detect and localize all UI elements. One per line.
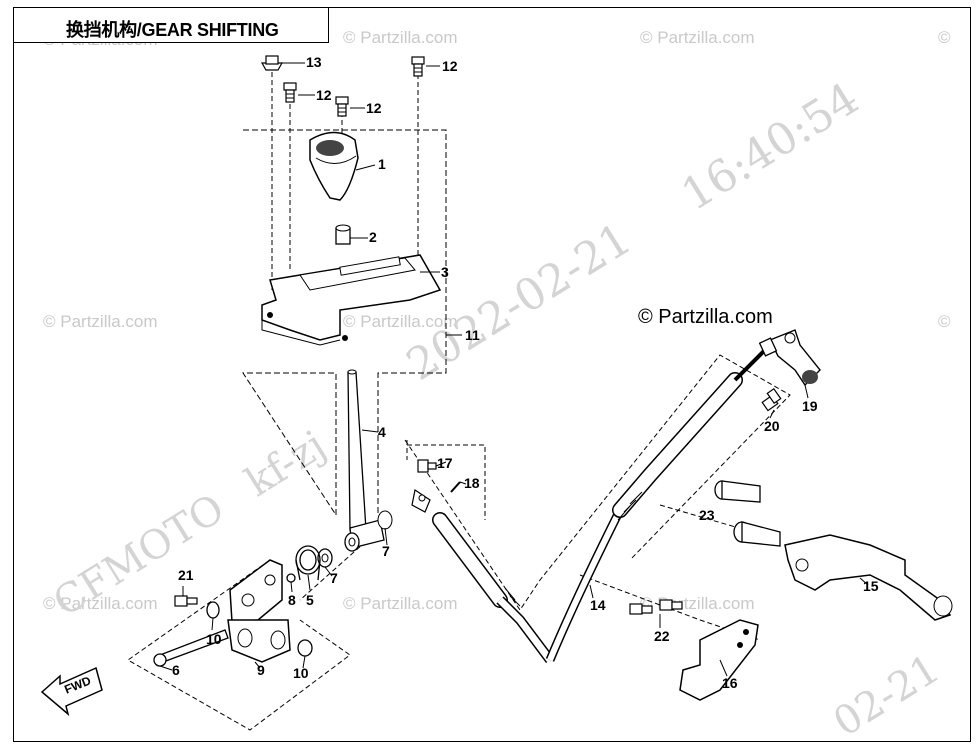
callout-17: 17 bbox=[437, 455, 453, 471]
part-18-pin bbox=[450, 481, 461, 493]
callout-18: 18 bbox=[464, 475, 480, 491]
watermark-edge: © bbox=[938, 28, 951, 47]
part-21-bolt bbox=[174, 595, 198, 607]
part-3-shift-gate bbox=[261, 254, 442, 346]
callout-10: 10 bbox=[206, 631, 222, 647]
callout-5: 5 bbox=[306, 592, 314, 608]
part-12-bolt bbox=[335, 96, 349, 117]
part-12-bolt bbox=[411, 56, 425, 77]
callout-12: 12 bbox=[366, 100, 382, 116]
callout-2: 2 bbox=[369, 229, 377, 245]
watermark-site: © Partzilla.com bbox=[43, 312, 158, 331]
watermark-edge: © bbox=[938, 312, 951, 331]
callout-11: 11 bbox=[465, 327, 480, 343]
part-22-bolt bbox=[629, 603, 653, 615]
part-5-spring bbox=[295, 545, 321, 581]
part-7-bushing bbox=[344, 532, 360, 552]
watermark-site: © Partzilla.com bbox=[343, 312, 458, 331]
part-12-bolt bbox=[283, 82, 297, 103]
callout-7: 7 bbox=[382, 543, 390, 559]
callout-1: 1 bbox=[378, 156, 386, 172]
callout-20: 20 bbox=[764, 418, 780, 434]
title-box: 换挡机构/GEAR SHIFTING bbox=[13, 7, 329, 43]
callout-8: 8 bbox=[288, 592, 296, 608]
watermark-site: © Partzilla.com bbox=[640, 28, 755, 47]
part-13-nut bbox=[260, 55, 284, 71]
part-20-bolt bbox=[761, 387, 782, 412]
part-15-shift-lever bbox=[784, 534, 953, 621]
part-10-bushing bbox=[297, 639, 313, 657]
callout-6: 6 bbox=[172, 662, 180, 678]
copyright-notice: © Partzilla.com bbox=[638, 306, 773, 328]
part-19-lever-end bbox=[758, 329, 821, 387]
part-16-bracket bbox=[679, 619, 759, 701]
callout-14: 14 bbox=[590, 597, 606, 613]
watermark-site: © Partzilla.com bbox=[343, 594, 458, 613]
part-1-shift-knob bbox=[309, 131, 359, 201]
assembly-11-outline bbox=[242, 129, 447, 517]
part-7-bushing bbox=[317, 548, 333, 568]
callout-21: 21 bbox=[178, 567, 194, 583]
callout-16: 16 bbox=[722, 675, 738, 691]
watermark-site: © Partzilla.com bbox=[343, 28, 458, 47]
callout-3: 3 bbox=[441, 264, 449, 280]
callout-7: 7 bbox=[330, 570, 338, 586]
part-2-collar bbox=[335, 224, 351, 245]
part-10-bushing bbox=[206, 601, 220, 619]
callout-10: 10 bbox=[293, 665, 309, 681]
part-9-bracket bbox=[227, 559, 291, 663]
part-17-bolt bbox=[417, 459, 437, 473]
callout-4: 4 bbox=[378, 424, 386, 440]
part-22-bolt bbox=[659, 599, 683, 611]
watermark-site: © Partzilla.com bbox=[43, 594, 158, 613]
callout-12: 12 bbox=[442, 58, 458, 74]
part-4-shift-rod bbox=[347, 369, 393, 549]
diagram-title: 换挡机构/GEAR SHIFTING bbox=[66, 20, 279, 40]
callout-12: 12 bbox=[316, 87, 332, 103]
callout-15: 15 bbox=[863, 578, 879, 594]
part-14-shift-cable bbox=[411, 343, 772, 663]
callout-19: 19 bbox=[802, 398, 818, 414]
callout-23: 23 bbox=[699, 507, 715, 523]
callout-9: 9 bbox=[257, 662, 265, 678]
part-23-bolt bbox=[733, 521, 781, 547]
part-6-pin bbox=[153, 629, 229, 667]
part-8-ring bbox=[286, 573, 296, 583]
fwd-arrow bbox=[40, 666, 103, 717]
part-23-bolt bbox=[714, 480, 761, 503]
callout-13: 13 bbox=[306, 54, 322, 70]
callout-22: 22 bbox=[654, 628, 670, 644]
